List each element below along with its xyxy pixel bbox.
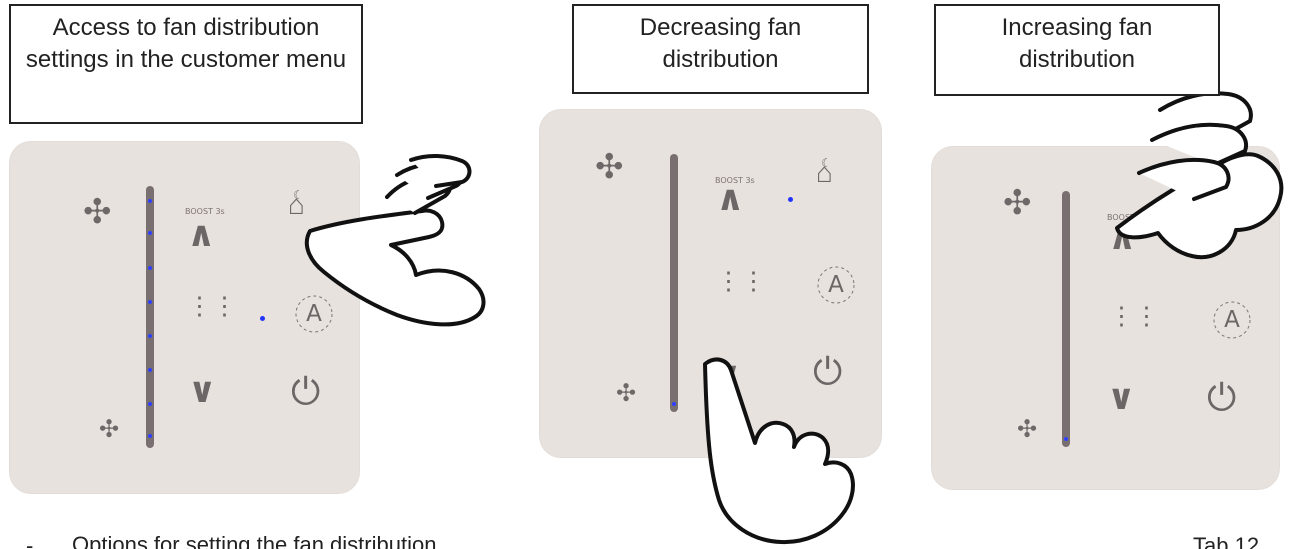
speed-level-dot [148,434,152,438]
bullet-marker: - [26,533,34,549]
hand-pointer-icon [304,154,486,327]
down-chevron-icon[interactable]: ∨ [188,371,217,411]
speed-level-dot [148,231,152,235]
filter-icon[interactable]: ⋮⋮ [716,267,766,295]
selection-indicator-dot [788,197,793,202]
house-schedule-icon[interactable]: ⌂ [288,189,305,220]
speed-level-dot [148,402,152,406]
speed-level-dot [148,266,152,270]
hand-pointer-icon [703,357,855,545]
svg-text:A: A [306,301,322,327]
small-fan-icon: ✣ [616,379,637,407]
speed-level-dot [148,199,152,203]
fan-icon: ✣ [595,147,624,187]
power-icon[interactable]: ⏻ [813,350,843,393]
down-chevron-icon[interactable]: ∨ [1107,378,1136,418]
hand-pointer-icon [1115,91,1284,260]
speed-track [146,186,154,448]
filter-icon[interactable]: ⋮⋮ [1109,302,1159,330]
tab-label: Tab 12 [1193,533,1260,549]
speed-level-dot [148,300,152,304]
selection-indicator-dot [260,316,265,321]
svg-text:A: A [1224,307,1240,333]
fan-icon: ✣ [83,192,112,232]
caption-decreasing: Decreasing fan distribution [572,4,869,94]
power-icon[interactable]: ⏻ [291,370,321,413]
speed-level-dot [1064,437,1068,441]
caption-access-settings: Access to fan distribution settings in t… [9,4,363,124]
auto-icon[interactable]: A [1208,296,1256,344]
fan-icon: ✣ [1003,183,1032,223]
auto-icon[interactable]: A [812,261,860,309]
options-description: Options for setting the fan distribution [72,532,437,549]
control-panel-left: ✣ ✣ BOOST 3s ∧ ⌂ ☾ ⋮⋮ A ∨ ⏻ [9,141,360,494]
up-chevron-icon[interactable]: ∧ [716,179,745,219]
small-fan-icon: ✣ [1017,415,1038,443]
boost-label: BOOST 3s [1107,213,1147,222]
control-panel-right: ✣ ✣ BOOST 3s ∧ ⌂ ☾ ⋮⋮ A ∨ ⏻ [931,146,1280,490]
night-mode-icon: ☾ [821,156,832,170]
boost-label: BOOST 3s [715,176,755,185]
speed-track [1062,191,1070,447]
speed-level-dot [672,402,676,406]
house-schedule-icon[interactable]: ⌂ [816,157,833,188]
speed-track [670,154,678,412]
svg-text:A: A [828,272,844,298]
speed-level-dot [148,368,152,372]
speed-level-dot [148,334,152,338]
night-mode-icon: ☾ [293,188,304,202]
small-fan-icon: ✣ [99,415,120,443]
power-icon[interactable]: ⏻ [1207,376,1237,419]
caption-increasing: Increasing fan distribution [934,4,1220,96]
boost-label: BOOST 3s [185,207,225,216]
auto-icon[interactable]: A [290,290,338,338]
up-chevron-icon[interactable]: ∧ [187,215,216,255]
filter-icon[interactable]: ⋮⋮ [187,292,237,320]
